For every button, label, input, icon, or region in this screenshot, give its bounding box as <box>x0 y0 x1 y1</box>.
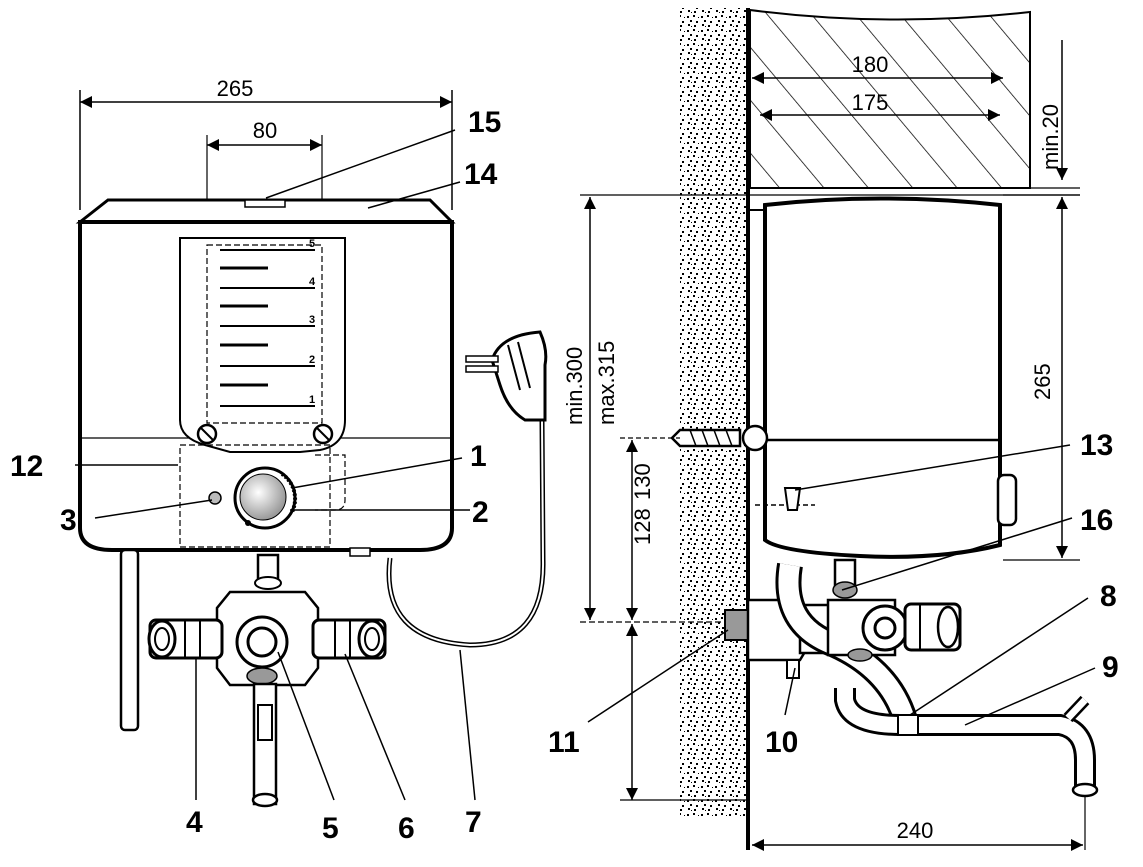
callout-10: 10 <box>765 726 798 759</box>
callout-5: 5 <box>322 812 339 845</box>
dim-130: 130 <box>630 463 655 500</box>
dim-window-width: 80 <box>253 118 277 143</box>
side-callouts <box>587 444 1096 726</box>
dim-bracket-inner: 175 <box>852 90 889 115</box>
scale-tick-2: 2 <box>309 354 315 366</box>
dim-bracket-outer: 180 <box>852 52 889 77</box>
callout-8: 8 <box>1100 580 1117 613</box>
scale-tick-4: 4 <box>309 276 316 288</box>
temperature-knob <box>239 473 287 521</box>
callout-11: 11 <box>548 726 580 759</box>
dim-unit-height: 265 <box>1030 363 1055 400</box>
callout-12: 12 <box>10 450 43 483</box>
callout-16: 16 <box>1080 504 1113 537</box>
dim-128: 128 <box>630 508 655 545</box>
callout-6: 6 <box>398 812 415 845</box>
callout-3: 3 <box>60 504 77 537</box>
water-level-scale: 5 4 3 2 1 <box>220 238 316 407</box>
callout-2: 2 <box>472 496 489 529</box>
front-view: 265 80 5 4 3 2 1 <box>75 76 548 808</box>
callout-9: 9 <box>1102 651 1119 684</box>
callout-4: 4 <box>186 806 203 839</box>
callout-7: 7 <box>465 806 482 839</box>
side-knob <box>996 473 1018 527</box>
indicator-lamp <box>208 491 222 505</box>
callout-15: 15 <box>468 106 501 139</box>
lid-button <box>244 199 286 208</box>
scale-tick-1: 1 <box>309 394 315 406</box>
wall-connector <box>724 609 749 641</box>
power-plug <box>490 330 548 422</box>
dim-min-height: min.300 <box>562 347 587 425</box>
scale-tick-5: 5 <box>309 238 315 250</box>
front-callouts <box>75 129 476 801</box>
dim-min-gap: min.20 <box>1038 104 1063 170</box>
spout <box>837 688 1093 790</box>
callout-1: 1 <box>470 440 487 473</box>
heater-side <box>763 196 1002 559</box>
dim-depth: 240 <box>897 818 934 843</box>
mounting-bracket <box>783 487 802 511</box>
dim-max-height: max.315 <box>594 341 619 425</box>
wall-dowel <box>670 428 742 448</box>
outlet-pipe <box>252 682 278 806</box>
wall <box>680 8 748 816</box>
drain-pipe <box>119 548 140 732</box>
cabinet-above <box>749 8 1031 189</box>
callout-14: 14 <box>464 158 498 191</box>
callout-13: 13 <box>1080 429 1113 462</box>
side-view: 180 175 min.20 265 min.300 max.315 130 <box>562 8 1099 851</box>
scale-tick-3: 3 <box>309 314 315 326</box>
dim-width-total: 265 <box>217 76 254 101</box>
